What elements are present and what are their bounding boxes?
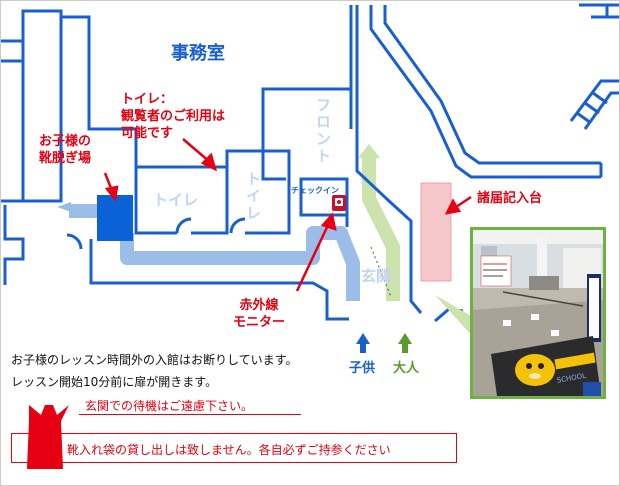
notice-no-waiting-underline: [79, 414, 301, 415]
child-path: [57, 202, 360, 301]
stair-step-1: [576, 111, 592, 125]
office-wall: [61, 5, 353, 169]
forms-desk: [420, 182, 452, 282]
stair-rail-a: [569, 79, 619, 122]
stair-step-3: [592, 91, 608, 105]
toilet-1-label: トイレ: [153, 191, 199, 209]
toilet1-left-wall: [134, 167, 177, 235]
left-lower-wall: [3, 205, 25, 285]
entrance-photo-image: SCHOOL: [473, 230, 603, 396]
right-curve-inner: [383, 5, 601, 165]
front-inner-wall: [261, 151, 286, 181]
notice-bag-box: [11, 433, 457, 463]
notice-admission: お子様のレッスン時間外の入館はお断りしています。: [11, 353, 298, 367]
toilet-note-label: トイレ： 観覧者のご利用は 可能です: [121, 92, 226, 141]
shoe-bag-icon: [27, 405, 69, 469]
notice-shoe-bag: 靴入れ袋の貸し出しは致しません。各自必ずご持参ください: [67, 443, 391, 457]
entrance-right-lower: [409, 263, 423, 314]
child-path-arrowhead: [57, 202, 71, 212]
right-curve-outer: [369, 5, 601, 179]
toilet1-door-arc: [175, 217, 192, 234]
entrance-label: 玄関: [361, 267, 392, 285]
child-label: 子供: [349, 361, 376, 376]
adult-path-arrowhead: [358, 144, 380, 158]
checkin-booth: [299, 177, 349, 217]
shoe-area-door-arc: [66, 233, 83, 250]
toilet-2-label: トイレ: [244, 171, 262, 222]
kids-shoe-area: [97, 195, 133, 241]
left-room-wall: [21, 9, 63, 203]
entrance-door-line: [370, 246, 392, 298]
lower-corridor-wall: [89, 239, 349, 321]
stair-step-2: [584, 101, 600, 115]
pointer-arrows: [103, 138, 472, 292]
photo-connector: [435, 295, 473, 337]
front-desk-label: フロント: [314, 97, 332, 165]
notice-door-open: レッスン開始10分前に扉が開きます。: [11, 375, 218, 389]
adult-label: 大人: [393, 361, 420, 376]
adult-path: [358, 144, 400, 301]
child-arrow-icon: [356, 333, 370, 353]
checkin-label: チェックイン: [291, 186, 339, 195]
monitor-pointer: [295, 222, 331, 292]
forms-desk-label: 諸届記入台: [477, 191, 543, 206]
adult-path-line: [362, 158, 400, 301]
toilet1-right-wall: [191, 167, 229, 235]
child-path-line: [120, 226, 360, 301]
stair-rail-b: [583, 91, 619, 130]
kids-shoe-area-label: お子様の 靴脱ぎ場: [39, 134, 92, 166]
checkin-terminal-icon: [332, 195, 346, 211]
entrance-photo: SCHOOL: [470, 227, 606, 399]
ir-monitor-label: 赤外線 モニター: [233, 298, 286, 330]
adult-arrow-icon: [398, 333, 412, 353]
toilet2-door-arc: [229, 217, 246, 234]
entrance-wall: [355, 5, 413, 263]
child-path-entry-segment: [69, 204, 99, 218]
notice-no-waiting: 玄関での待機はご遠慮下さい。: [85, 399, 254, 413]
toilet2-wall: [225, 149, 291, 235]
staircase-right: [569, 3, 619, 130]
office-label: 事務室: [171, 43, 225, 64]
building-walls: [1, 5, 603, 323]
